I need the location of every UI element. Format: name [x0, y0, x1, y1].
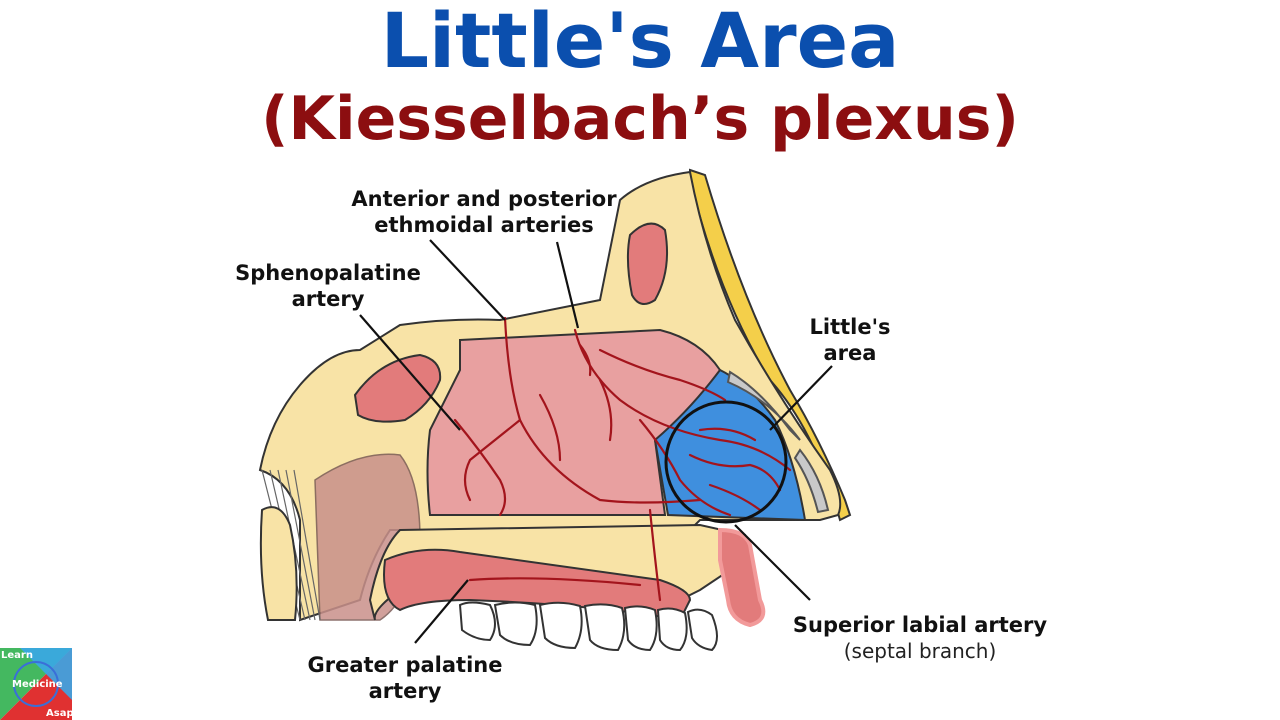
label-superior-labial-artery: Superior labial artery (septal branch): [790, 612, 1050, 664]
littles-area-circle: [664, 400, 788, 524]
label-ethmoidal-line1: Anterior and posterior: [351, 187, 617, 211]
label-ethmoidal-arteries: Anterior and posterior ethmoidal arterie…: [346, 186, 622, 238]
label-greater-palatine-line1: Greater palatine: [307, 653, 503, 677]
label-sphenopalatine-line1: Sphenopalatine: [235, 261, 421, 285]
label-sphenopalatine-artery: Sphenopalatine artery: [228, 260, 428, 312]
upper-lip: [718, 527, 766, 628]
label-littles-line1: Little's: [809, 315, 891, 339]
leader-lines: [359, 239, 833, 644]
label-littles-line2: area: [823, 341, 877, 365]
nasal-skin-outline: [689, 168, 852, 522]
logo-text-medicine: Medicine: [12, 679, 63, 690]
learn-medicine-asap-logo: Learn Medicine Asap: [0, 648, 72, 720]
label-sphenopalatine-line2: artery: [291, 287, 365, 311]
cervical-bone: [259, 506, 298, 621]
label-superior-labial-line2: (septal branch): [843, 639, 997, 663]
page-subtitle: (Kiesselbach’s plexus): [261, 84, 1019, 154]
label-ethmoidal-line2: ethmoidal arteries: [374, 213, 594, 237]
septal-cartilage: [726, 370, 830, 514]
logo-text-learn: Learn: [1, 650, 33, 661]
label-littles-area: Little's area: [800, 314, 900, 366]
logo-graphic: [0, 648, 72, 720]
label-greater-palatine-line2: artery: [368, 679, 442, 703]
logo-text-asap: Asap: [46, 708, 72, 719]
frontal-sinus: [626, 222, 668, 305]
label-superior-labial-line1: Superior labial artery: [792, 613, 1048, 637]
upper-teeth: [458, 601, 718, 652]
label-greater-palatine-artery: Greater palatine artery: [300, 652, 510, 704]
sphenoid-sinus: [353, 353, 442, 423]
page-title: Little's Area: [380, 0, 900, 85]
artery-branches: [453, 316, 792, 602]
